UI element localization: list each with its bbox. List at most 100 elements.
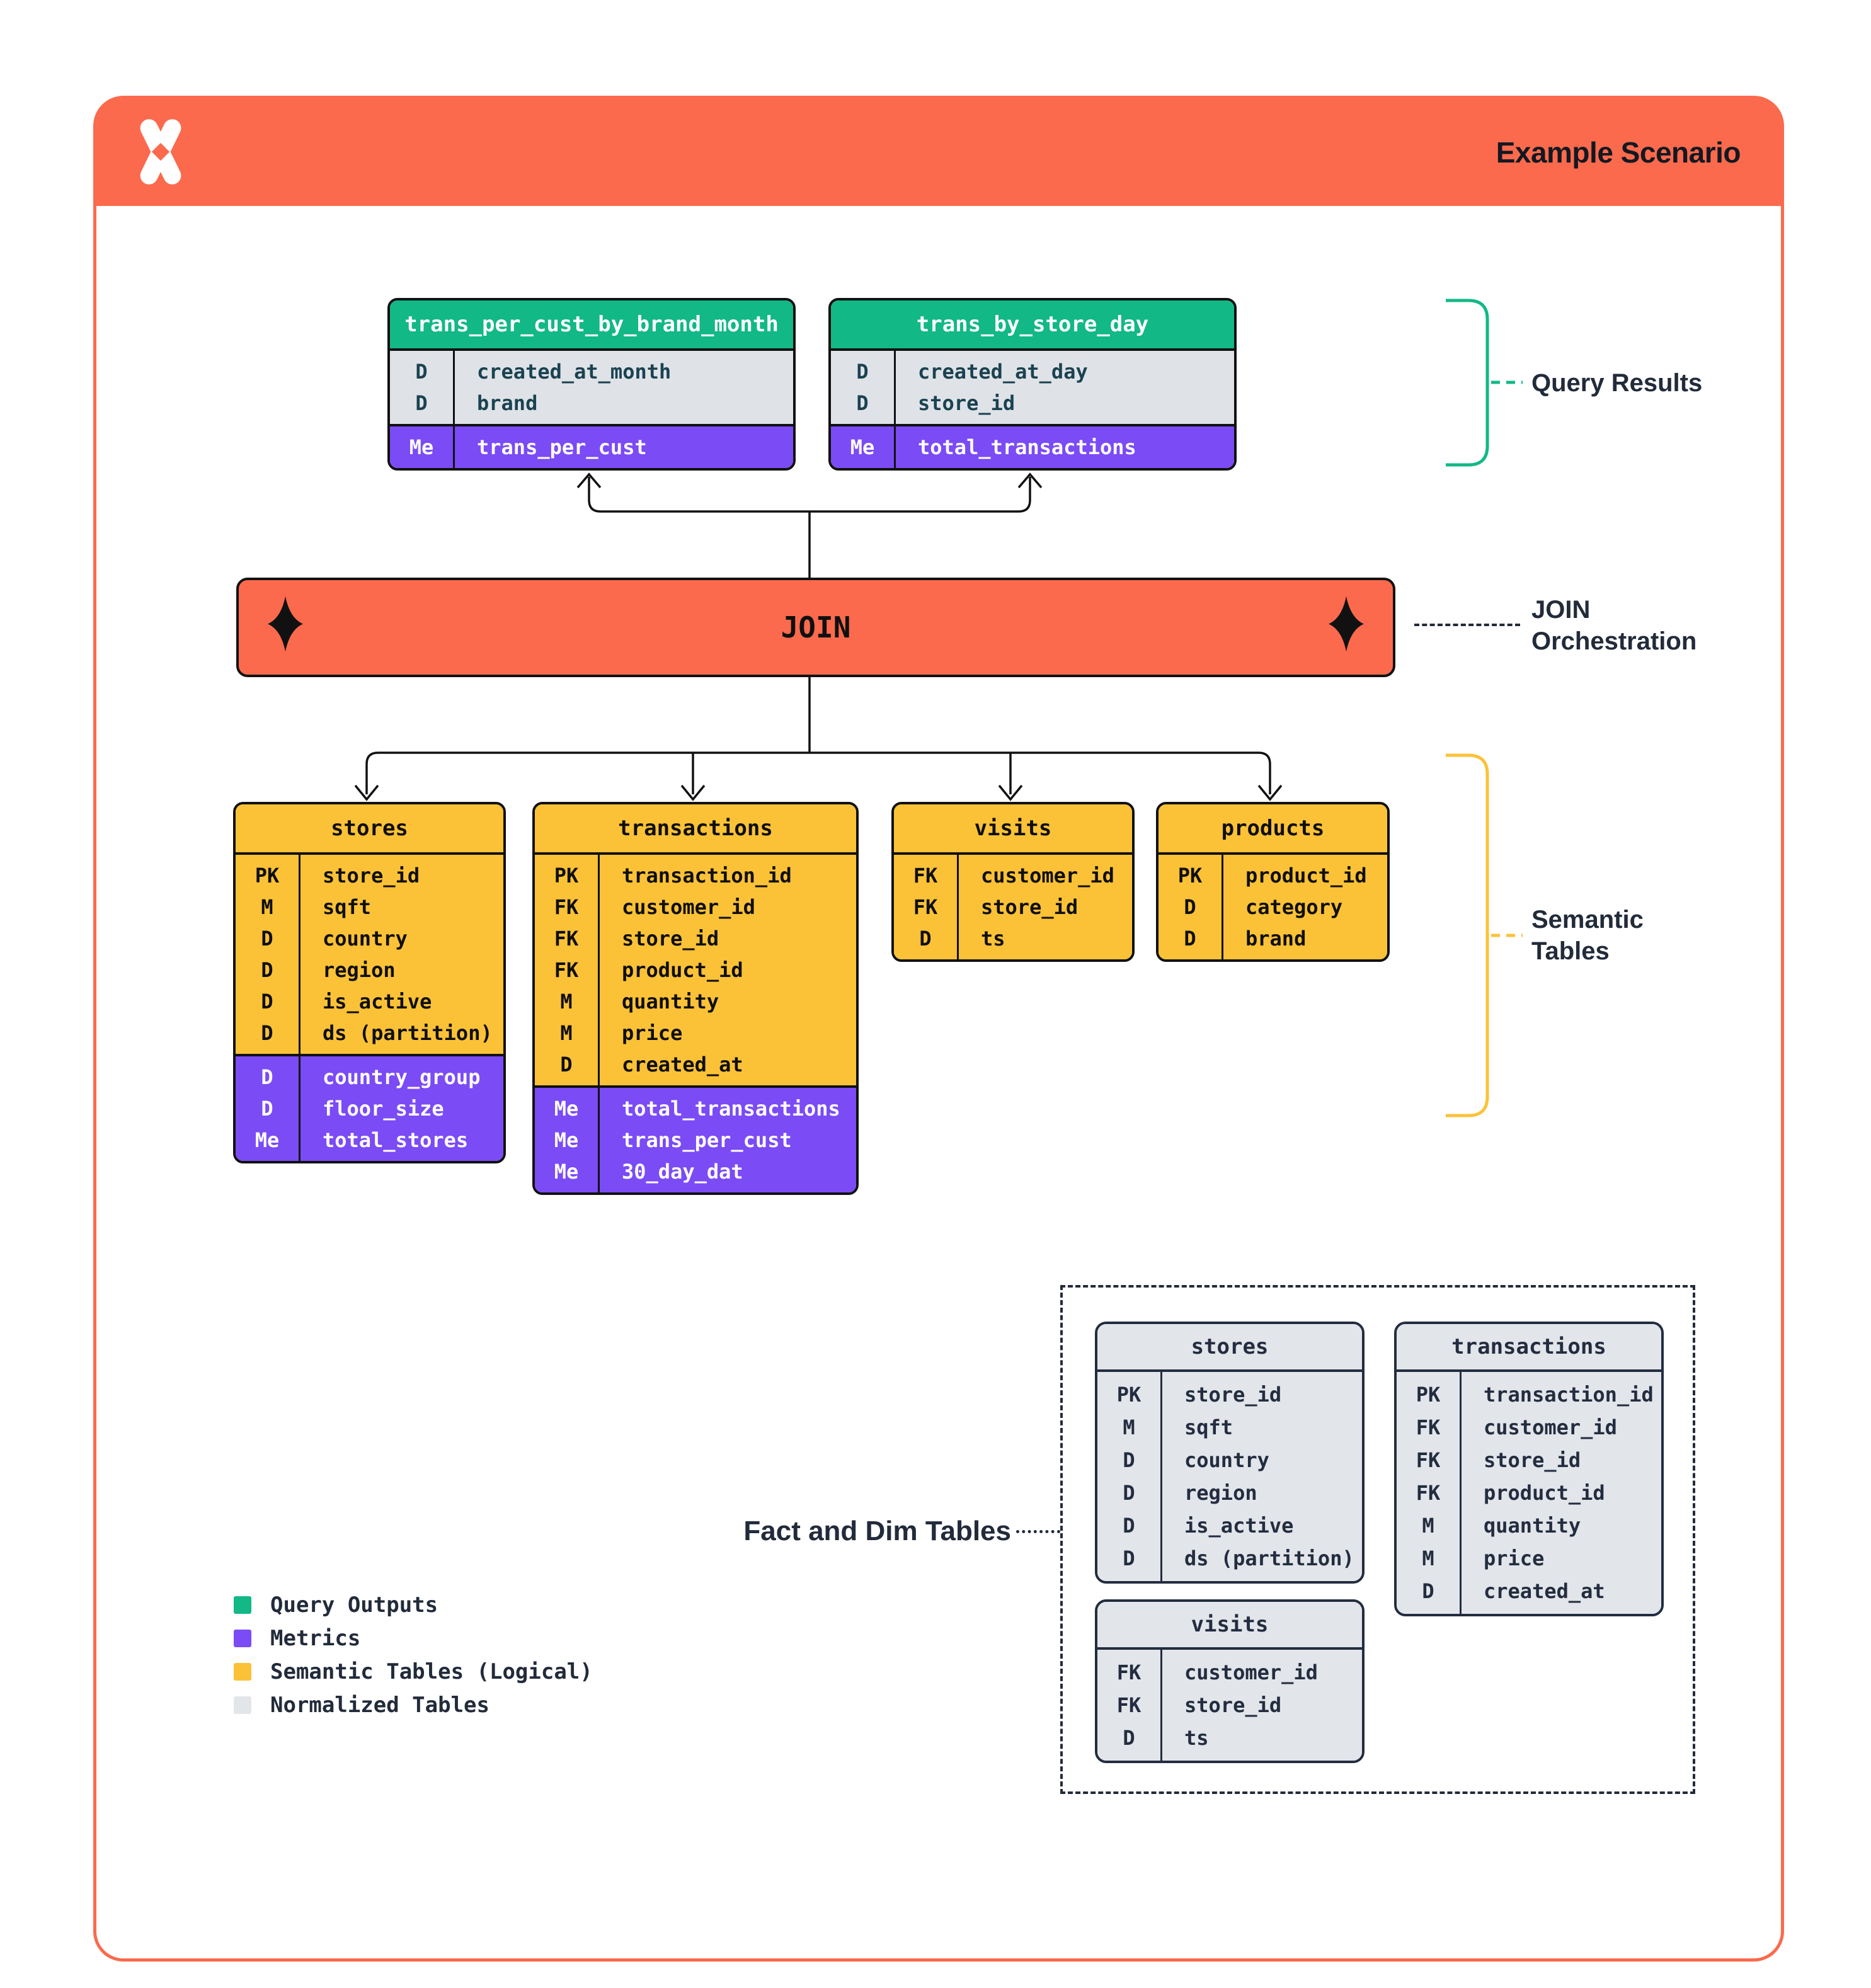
join-to-results-line — [588, 477, 1031, 513]
column-name: country — [323, 927, 408, 951]
column-name: price — [622, 1021, 683, 1045]
column-kind: FK — [1416, 1415, 1441, 1439]
column-name: store_id — [1184, 1383, 1282, 1407]
column-kind: D — [1123, 1546, 1135, 1570]
legend-label: Semantic Tables (Logical) — [270, 1659, 593, 1684]
column-name: 30_day_dat — [622, 1160, 743, 1184]
column-kind: D — [919, 927, 932, 951]
column-kind: PK — [1177, 864, 1203, 888]
column-kind: D — [261, 990, 273, 1014]
table-title: transactions — [535, 804, 856, 855]
column-kind: PK — [554, 864, 579, 888]
column-kind: D — [1184, 895, 1196, 919]
column-name: quantity — [1484, 1514, 1581, 1538]
column-name: customer_id — [1184, 1660, 1318, 1684]
column-kind: PK — [255, 864, 280, 888]
column-name: country — [1184, 1448, 1269, 1472]
column-name: customer_id — [622, 895, 755, 919]
column-kind: D — [560, 1053, 573, 1077]
column-name: quantity — [622, 990, 719, 1014]
legend: Query Outputs Metrics Semantic Tables (L… — [234, 1588, 593, 1722]
arrowhead-down-visits — [998, 784, 1023, 801]
column-kind: PK — [1116, 1383, 1141, 1407]
column-kind: M — [1422, 1514, 1434, 1538]
arrowhead-up-right — [1017, 472, 1043, 489]
legend-item-semantic-tables: Semantic Tables (Logical) — [234, 1655, 593, 1688]
column-kind: D — [1184, 927, 1196, 951]
column-kind: D — [856, 360, 869, 384]
column-name: total_stores — [323, 1128, 469, 1152]
column-kind: FK — [913, 864, 938, 888]
table-title: visits — [1097, 1602, 1362, 1650]
column-kind: D — [261, 1097, 273, 1121]
column-kind: FK — [1116, 1693, 1141, 1717]
column-kind: Me — [850, 435, 875, 459]
column-name: sqft — [323, 895, 372, 919]
column-kind: FK — [1416, 1448, 1441, 1472]
column-kind: FK — [913, 895, 938, 919]
column-name: is_active — [1184, 1514, 1294, 1538]
column-name: store_id — [981, 895, 1079, 919]
column-kind: D — [1123, 1448, 1135, 1472]
semantic-tables-bracket — [1446, 753, 1489, 1117]
column-kind: FK — [554, 927, 579, 951]
column-name: region — [1184, 1481, 1257, 1505]
table-row: FK customer_id — [535, 891, 856, 923]
column-name: total_transactions — [622, 1097, 840, 1121]
column-name: store_id — [918, 391, 1016, 415]
arrowhead-up-left — [576, 472, 602, 489]
legend-item-normalized-tables: Normalized Tables — [234, 1688, 593, 1722]
table-title: products — [1159, 804, 1387, 855]
query-results-bracket — [1446, 299, 1489, 467]
column-name: country_group — [323, 1065, 481, 1089]
column-kind: M — [1123, 1415, 1135, 1439]
dremio-x-logo-icon — [123, 114, 198, 193]
join-orchestration-label: JOIN Orchestration — [1531, 596, 1697, 655]
column-kind: D — [261, 958, 273, 982]
table-title: stores — [236, 804, 503, 855]
fact-dim-dotted-box — [1060, 1285, 1695, 1794]
column-name: ds (partition) — [1184, 1546, 1354, 1570]
column-kind: D — [261, 1065, 273, 1089]
column-name: created_at — [1484, 1579, 1605, 1603]
column-name: created_at_month — [477, 360, 672, 384]
column-name: ts — [1184, 1726, 1209, 1750]
column-name: ds (partition) — [323, 1021, 493, 1045]
card-header: Example Scenario — [96, 99, 1781, 206]
column-kind: FK — [1416, 1481, 1441, 1505]
column-kind: FK — [554, 895, 579, 919]
column-kind: Me — [554, 1097, 579, 1121]
table-row: PK store_id — [1097, 1378, 1362, 1411]
column-name: price — [1484, 1546, 1545, 1570]
column-kind: D — [261, 1021, 273, 1045]
